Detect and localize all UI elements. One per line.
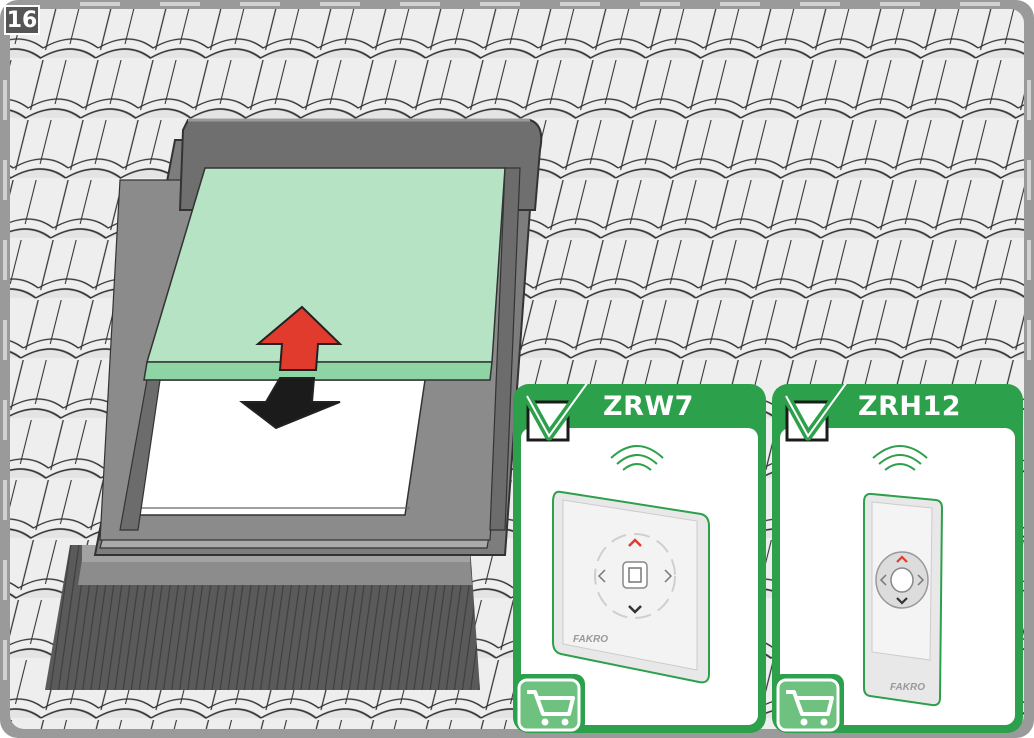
brand-logo: FAKRO — [573, 634, 608, 645]
blind-bar — [144, 362, 492, 380]
card-title: ZRH12 — [858, 384, 961, 428]
product-card-zrw7: FAKRO ZRW7 — [513, 384, 766, 733]
product-card-zrh12: FAKRO ZRH12 — [772, 384, 1023, 733]
handheld-remote-image: FAKRO — [864, 494, 942, 705]
wireless-signal-icon — [873, 446, 927, 470]
wireless-signal-icon — [611, 446, 663, 470]
checkmark-icon — [786, 384, 847, 440]
brand-logo: FAKRO — [890, 682, 925, 693]
cart-icon — [513, 674, 585, 733]
checkmark-icon — [527, 384, 588, 440]
card-title: ZRW7 — [603, 384, 694, 428]
wall-switch-image: FAKRO — [553, 492, 709, 683]
step-number: 16 — [4, 5, 40, 35]
cart-icon — [772, 674, 844, 733]
